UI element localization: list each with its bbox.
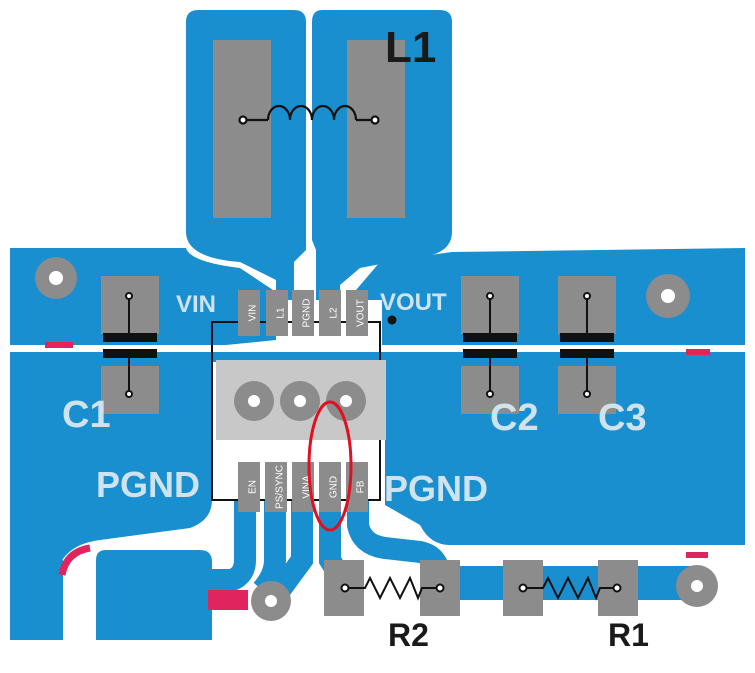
copper-en-trace — [96, 500, 256, 591]
copper-bottom-left-block — [96, 550, 212, 640]
inductor-pad-left — [213, 40, 271, 218]
inductor-symbol — [238, 104, 380, 125]
pin-label-vina: VINA — [302, 475, 313, 499]
inductor-l1: L1 — [213, 23, 436, 218]
pin-label-vin: VIN — [248, 305, 259, 322]
pin-label-l2: L2 — [329, 307, 340, 319]
via-bottom-right — [676, 565, 718, 607]
resistor-r2: R2 — [324, 560, 460, 653]
inductor-pad-right — [347, 40, 405, 218]
c3-symbol — [560, 292, 614, 398]
copper-vina-trace — [271, 500, 313, 597]
r1-symbol — [518, 575, 622, 601]
capacitor-c3: C3 — [558, 276, 647, 439]
label-c1: C1 — [62, 394, 111, 436]
thermal-vias — [234, 381, 366, 421]
resistor-r1: R1 — [503, 560, 649, 653]
net-label-vout: VOUT — [380, 289, 447, 316]
ic-package: VIN L1 PGND L2 VOUT EN PS/SYNC VINA GND … — [211, 290, 397, 512]
highlight-ellipse-gnd — [307, 400, 353, 532]
via-bottom-center — [251, 581, 291, 621]
copper-pgnd-left-plane — [10, 352, 212, 640]
pin-label-fb: FB — [356, 480, 367, 493]
ic-top-pins: VIN L1 PGND L2 VOUT — [238, 290, 368, 336]
trace-red-bottom-right — [686, 552, 708, 558]
via-top-left — [35, 257, 77, 299]
net-label-pgnd-left: PGND — [96, 464, 200, 505]
c1-symbol — [103, 292, 157, 398]
trace-red-right — [686, 349, 710, 355]
pin1-dot — [387, 315, 397, 325]
trace-red-left — [45, 342, 73, 348]
pin-label-vout: VOUT — [356, 299, 367, 327]
pin-label-en: EN — [248, 480, 259, 494]
label-c2: C2 — [490, 397, 539, 439]
net-label-pgnd-right: PGND — [384, 468, 488, 509]
trace-red-via-link — [208, 590, 248, 610]
label-r2: R2 — [388, 617, 429, 653]
pin-label-l1: L1 — [276, 307, 287, 319]
capacitor-c2: C2 — [461, 276, 539, 439]
pin-label-pgnd: PGND — [302, 299, 313, 328]
copper-vout-plane — [356, 248, 745, 345]
pin-label-ps-sync: PS/SYNC — [275, 465, 286, 509]
r2-symbol — [340, 575, 445, 601]
label-c3: C3 — [598, 397, 647, 439]
pin-label-gnd: GND — [329, 476, 340, 498]
via-top-right — [646, 274, 690, 318]
net-label-vin: VIN — [176, 291, 216, 318]
label-r1: R1 — [608, 617, 649, 653]
copper-ic-strip — [212, 352, 385, 362]
capacitor-c1: C1 — [62, 276, 159, 436]
copper-ps-trace — [253, 500, 286, 598]
trace-red-bottom-left-arc — [58, 544, 91, 576]
c2-symbol — [463, 292, 517, 398]
label-l1: L1 — [385, 23, 436, 72]
